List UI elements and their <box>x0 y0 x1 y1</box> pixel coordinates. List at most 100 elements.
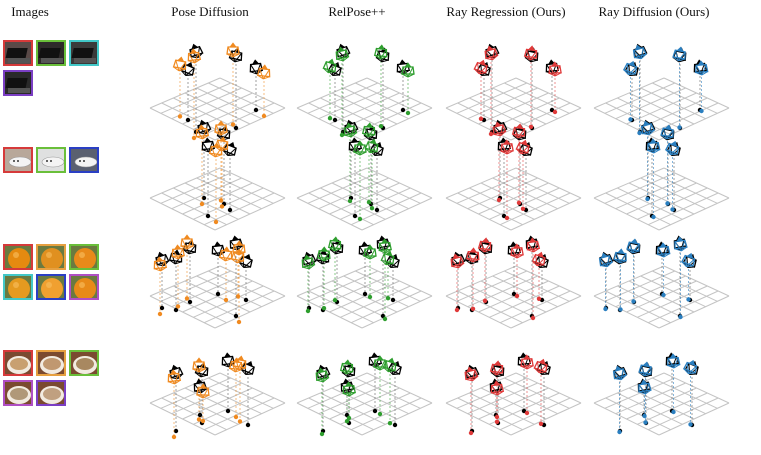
predicted-camera <box>672 46 686 62</box>
predicted-camera <box>640 120 655 136</box>
plot-pose_diffusion-airplane <box>149 119 286 231</box>
pred-ground-point <box>339 132 345 138</box>
predicted-camera <box>695 60 709 76</box>
pred-ground-point <box>382 316 388 322</box>
predicted-camera <box>167 369 182 385</box>
predicted-camera <box>315 367 330 383</box>
pred-ground-point <box>357 216 363 222</box>
pred-ground-point <box>528 124 534 129</box>
predicted-camera <box>226 42 240 58</box>
gt-camera <box>189 43 204 59</box>
predicted-camera <box>511 123 526 139</box>
predicted-camera <box>464 366 479 382</box>
predicted-camera <box>598 252 613 268</box>
predicted-camera <box>214 120 228 136</box>
plot-ray_regression-airplane <box>445 119 582 231</box>
pred-ground-point <box>677 125 682 130</box>
plot-ray_regression-laptop <box>445 43 582 141</box>
predicted-camera <box>533 358 548 374</box>
header-relpose: RelPose++ <box>328 4 386 19</box>
thumbnail-laptop-2 <box>36 40 66 66</box>
pred-ground-point <box>496 197 502 203</box>
pred-ground-point <box>671 409 676 415</box>
pred-ground-point <box>319 431 325 437</box>
predicted-camera <box>613 248 627 264</box>
gt-ground-point <box>159 305 165 311</box>
pred-ground-point <box>344 419 350 424</box>
pred-ground-point <box>686 297 691 302</box>
thumbnail-bowl-3 <box>69 350 99 376</box>
predicted-camera <box>401 62 415 78</box>
predicted-camera <box>466 247 480 263</box>
predicted-camera <box>523 45 538 61</box>
pred-ground-point <box>617 429 622 435</box>
pred-ground-point <box>332 298 338 303</box>
pred-ground-point <box>618 307 623 312</box>
thumbnail-bowl-4 <box>3 380 33 406</box>
predicted-camera <box>172 56 187 72</box>
predicted-camera <box>638 379 652 395</box>
grid-line <box>658 295 730 329</box>
pred-ground-point <box>366 200 372 205</box>
grid-line <box>499 290 571 324</box>
pred-ground-point <box>369 206 375 211</box>
predicted-camera <box>674 236 688 252</box>
gt-camera <box>240 360 255 376</box>
gt-camera <box>155 251 170 267</box>
pred-ground-point <box>688 422 693 427</box>
grid-line <box>515 372 582 404</box>
predicted-camera <box>353 140 367 156</box>
predicted-camera <box>373 44 388 60</box>
grid-line <box>361 295 433 329</box>
grid-line <box>658 402 730 436</box>
grid-line <box>510 402 582 436</box>
grid-line <box>647 290 719 324</box>
pred-ground-point <box>488 131 494 137</box>
pred-ground-point <box>504 215 510 221</box>
grid-line <box>350 192 422 226</box>
predicted-camera <box>214 136 229 152</box>
predicted-camera <box>180 234 194 250</box>
pred-ground-point <box>670 207 675 212</box>
thumbnail-bowl-5 <box>36 380 66 406</box>
predicted-camera <box>632 44 647 60</box>
grid-line <box>515 77 582 109</box>
pred-ground-point <box>552 109 558 115</box>
pred-ground-point <box>235 294 241 299</box>
predicted-camera <box>682 359 698 375</box>
grid-line <box>647 102 719 136</box>
predicted-camera <box>638 361 652 377</box>
thumbnail-laptop-1 <box>3 40 33 66</box>
pred-ground-point <box>378 124 384 129</box>
plot-pose_diffusion-bowl <box>149 352 286 440</box>
plot-ray_diffusion-airplane <box>593 119 730 231</box>
thumbnail-image <box>5 246 31 268</box>
predicted-camera <box>342 381 356 397</box>
grid-line <box>350 102 422 136</box>
pred-ground-point <box>213 219 219 225</box>
pred-ground-point <box>538 421 544 426</box>
thumbnail-airplane-1 <box>3 147 33 173</box>
predicted-camera <box>477 237 492 253</box>
header-ray-diffusion: Ray Diffusion (Ours) <box>598 4 710 19</box>
predicted-camera <box>192 357 206 373</box>
gt-ground-point <box>390 297 396 303</box>
grid-line <box>658 197 730 231</box>
gt-ground-point <box>173 307 179 313</box>
grid-line <box>219 77 286 109</box>
pred-ground-point <box>536 296 542 301</box>
pred-ground-point <box>177 114 183 119</box>
pred-ground-point <box>347 198 353 204</box>
gt-ground-point <box>215 291 221 297</box>
gt-ground-point <box>173 428 179 434</box>
thumbnail-laptop-4 <box>3 70 33 96</box>
plot-ray_regression-orange <box>445 235 582 329</box>
pred-ground-point <box>346 415 352 421</box>
pred-ground-point <box>699 108 704 114</box>
pred-ground-point <box>261 113 267 119</box>
pred-ground-point <box>196 417 202 422</box>
grid-line <box>647 192 719 226</box>
pred-ground-point <box>387 421 393 426</box>
gt-ground-point <box>205 213 211 219</box>
predicted-camera <box>322 58 337 74</box>
